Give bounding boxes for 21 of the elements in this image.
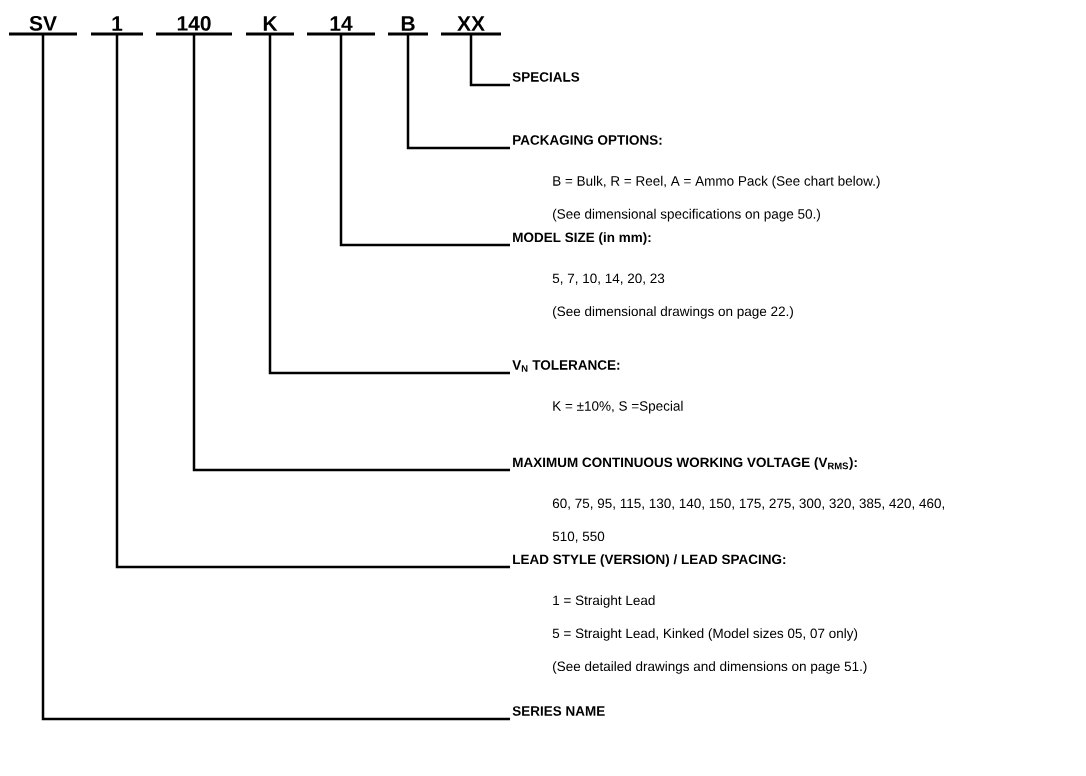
code-segment: 14 (307, 16, 375, 36)
field-description: SERIES NAME (512, 706, 605, 716)
connector-line (268, 34, 510, 375)
connector-line (192, 34, 510, 472)
field-description: PACKAGING OPTIONS: B = Bulk, R = Reel, A = Ammo Pack (See chart below.) (See dimensional specifications on page 50.) (513, 135, 880, 222)
code-segment: 1 (91, 16, 143, 36)
connector-line (469, 34, 510, 87)
code-segment: B (388, 16, 428, 36)
code-segment: 140 (156, 15, 232, 36)
connector-line (406, 34, 510, 150)
connector-line (339, 34, 510, 247)
code-segment: K (246, 16, 294, 36)
code-segment: XX (441, 16, 501, 36)
field-description: V$_{N}$ TOLERANCE: K = ±10%, S =Special (512, 360, 683, 414)
field-description: LEAD STYLE (VERSION) / LEAD SPACING: 1 = Straight Lead 5 = Straight Lead, Kinked (Model sizes 05, 07 only) (See detailed drawings and dimensions on page 51.) (513, 554, 867, 674)
code-segment: SV (9, 15, 77, 36)
field-description: SPECIALS (512, 72, 580, 82)
field-description: MAXIMUM CONTINUOUS WORKING VOLTAGE (V$_{RMS}$): 60, 75, 95, 115, 130, 140, 150, 175, 275, 300, 320, 385, 420, 460, 510, 550 (513, 457, 944, 543)
connector-line (115, 34, 510, 569)
connector-line (41, 34, 510, 721)
field-description: MODEL SIZE (in mm): 5, 7, 10, 14, 20, 23 (See dimensional drawings on page 22.) (513, 232, 793, 319)
